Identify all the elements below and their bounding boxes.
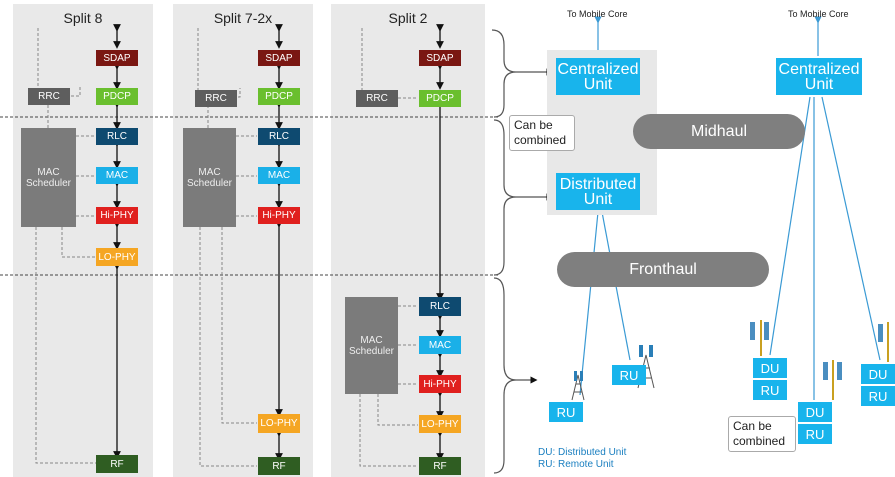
split-8-title: Split 8 (63, 10, 103, 26)
split72x-mac-scheduler: MAC Scheduler (183, 128, 236, 227)
split72x-lo-phy: LO-PHY (258, 414, 300, 433)
split2-rf: RF (419, 457, 461, 475)
du-box-1: DU (753, 358, 787, 378)
ru-box-5: RU (861, 386, 895, 406)
ru-box-1: RU (612, 365, 646, 385)
split2-rlc: RLC (419, 297, 461, 316)
split-7-2x-title: Split 7-2x (213, 10, 273, 26)
split2-rrc: RRC (356, 90, 398, 107)
to-mobile-core-label-2: To Mobile Core (788, 9, 849, 19)
split8-hi-phy: Hi-PHY (96, 207, 138, 224)
split72x-rf: RF (258, 457, 300, 475)
split72x-mac: MAC (258, 167, 300, 184)
split8-rf: RF (96, 455, 138, 473)
split8-mac: MAC (96, 167, 138, 184)
split72x-hi-phy: Hi-PHY (258, 207, 300, 224)
centralized-unit-left: Centralized Unit (556, 58, 640, 95)
split8-sdap: SDAP (96, 50, 138, 66)
ru-box-4: RU (798, 424, 832, 444)
split72x-sdap: SDAP (258, 50, 300, 66)
ru-box-2: RU (549, 402, 583, 422)
split2-pdcp: PDCP (419, 90, 461, 107)
midhaul-pill: Midhaul (633, 114, 805, 149)
split8-rlc: RLC (96, 128, 138, 145)
split2-mac-scheduler: MAC Scheduler (345, 297, 398, 394)
split2-hi-phy: Hi-PHY (419, 375, 461, 393)
split-2-title: Split 2 (388, 10, 428, 26)
split72x-rrc: RRC (195, 90, 237, 107)
du-box-3: DU (861, 364, 895, 384)
split-2-panel: Split 2 (331, 4, 485, 477)
split2-lo-phy: LO-PHY (419, 415, 461, 433)
du-box-2: DU (798, 402, 832, 422)
can-be-combined-label-1: Can be combined (509, 115, 575, 151)
legend-ru: RU: Remote Unit (538, 459, 614, 470)
legend-du: DU: Distributed Unit (538, 447, 627, 458)
split2-mac: MAC (419, 336, 461, 354)
can-be-combined-label-2: Can be combined (728, 416, 796, 452)
to-mobile-core-label-1: To Mobile Core (567, 9, 628, 19)
split8-mac-scheduler: MAC Scheduler (21, 128, 76, 227)
split8-pdcp: PDCP (96, 88, 138, 105)
distributed-unit: Distributed Unit (556, 173, 640, 210)
split8-lo-phy: LO-PHY (96, 248, 138, 266)
split-7-2x-panel: Split 7-2x (173, 4, 313, 477)
centralized-unit-right: Centralized Unit (776, 58, 862, 95)
ru-box-3: RU (753, 380, 787, 400)
split8-rrc: RRC (28, 88, 70, 105)
split72x-pdcp: PDCP (258, 88, 300, 105)
split72x-rlc: RLC (258, 128, 300, 145)
fronthaul-pill: Fronthaul (557, 252, 769, 287)
split2-sdap: SDAP (419, 50, 461, 66)
